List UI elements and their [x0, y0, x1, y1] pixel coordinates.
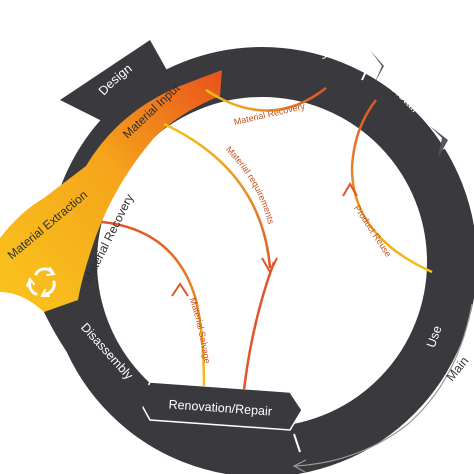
flow-inner-red-arc: [242, 261, 276, 391]
flow-label-salvage: Material Salvage: [188, 296, 213, 364]
flow-material-requirements-arc: [163, 122, 272, 269]
flow-label-recovery: Material Recovery: [233, 101, 307, 127]
flow-product-reuse-arc: [350, 99, 433, 274]
recycle-icon: [26, 267, 56, 297]
flow-label-requirements: Material requirements: [224, 144, 276, 225]
ring-arrow-marks: [370, 50, 448, 158]
flow-material-recovery-arc: [205, 87, 327, 112]
flow-reuse-arrowhead: [342, 182, 358, 197]
flow-label-reuse: Product Reuse: [352, 203, 393, 258]
maintenance-arrowhead: [292, 459, 307, 473]
material-source-funnel: [0, 70, 222, 312]
disassembly-segment: [42, 300, 150, 420]
flow-material-salvage-arc: [101, 220, 206, 387]
maintenance-arrow: [295, 303, 473, 467]
flow-salvage-arrowhead: [171, 282, 189, 297]
